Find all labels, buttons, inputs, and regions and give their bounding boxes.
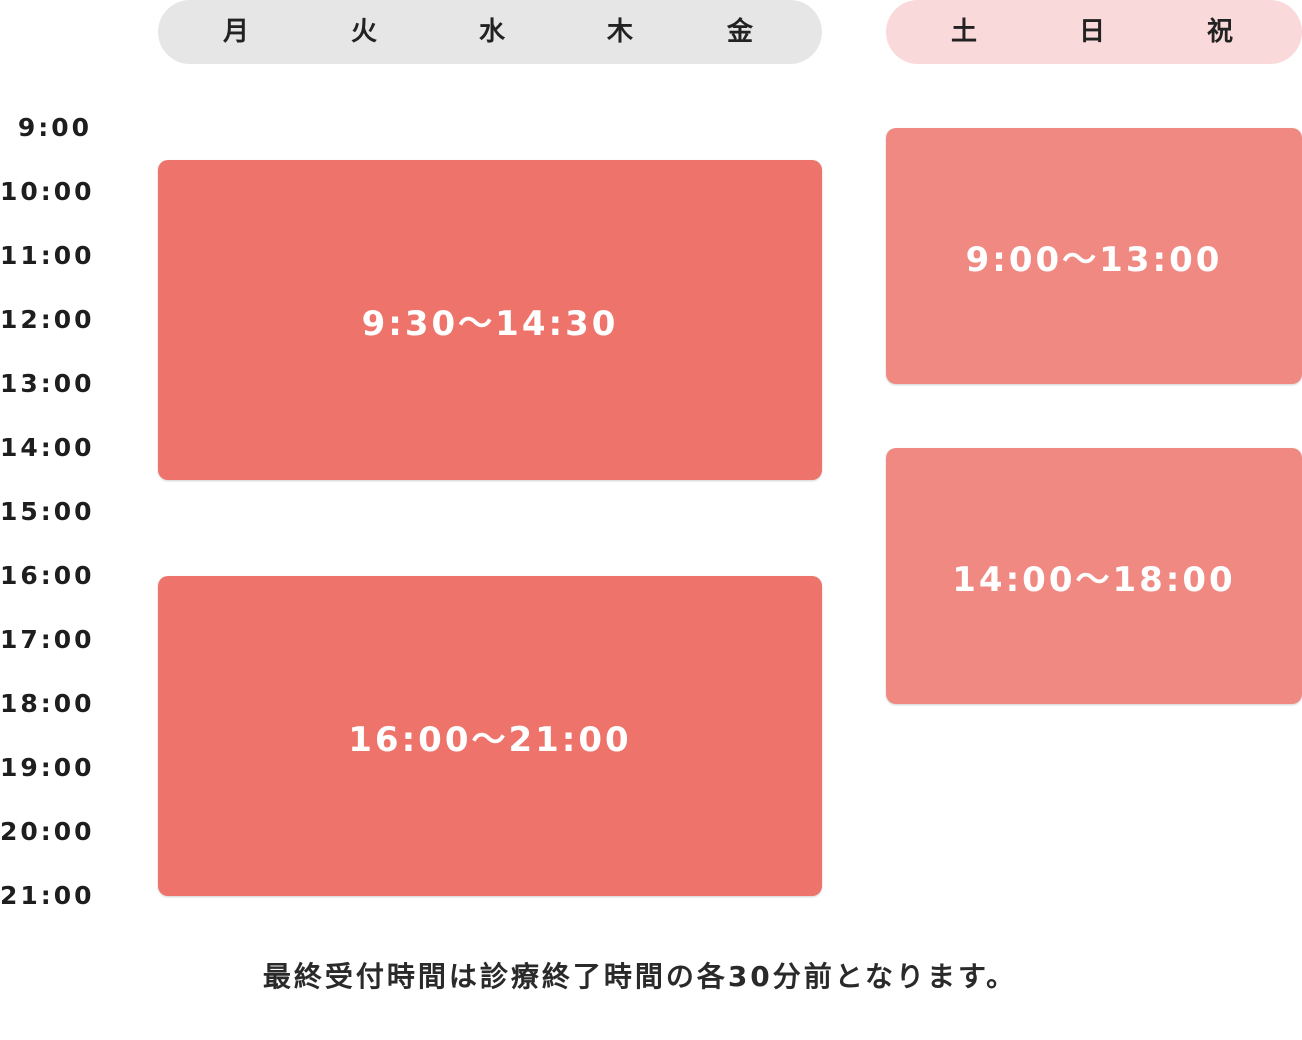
weekday-morning-block: 9:30〜14:30 xyxy=(158,160,822,480)
day-label-holiday: 祝 xyxy=(1206,17,1233,47)
weekend-header-bar: 土 日 祝 xyxy=(886,0,1302,64)
time-label: 13:00 xyxy=(0,369,95,398)
weekend-afternoon-block: 14:00〜18:00 xyxy=(886,448,1302,704)
weekend-afternoon-hours: 14:00〜18:00 xyxy=(952,559,1236,600)
time-label: 15:00 xyxy=(0,497,95,526)
time-label: 20:00 xyxy=(0,817,95,846)
day-label-wed: 水 xyxy=(478,17,505,47)
time-label: 21:00 xyxy=(0,881,95,910)
day-label-mon: 月 xyxy=(222,17,249,47)
time-label: 14:00 xyxy=(0,433,95,462)
day-label-fri: 金 xyxy=(726,17,753,47)
time-label: 16:00 xyxy=(0,561,95,590)
weekday-morning-hours: 9:30〜14:30 xyxy=(361,303,619,344)
day-label-tue: 火 xyxy=(350,17,377,47)
time-label: 17:00 xyxy=(0,625,95,654)
weekday-evening-hours: 16:00〜21:00 xyxy=(348,719,632,760)
day-label-thu: 木 xyxy=(606,17,633,47)
time-label: 12:00 xyxy=(0,305,95,334)
weekday-header-bar: 月 火 水 木 金 xyxy=(158,0,822,64)
time-label: 9:00 xyxy=(17,113,92,142)
weekend-morning-hours: 9:00〜13:00 xyxy=(965,239,1223,280)
time-label: 19:00 xyxy=(0,753,95,782)
weekend-morning-block: 9:00〜13:00 xyxy=(886,128,1302,384)
day-label-sun: 日 xyxy=(1078,17,1105,47)
time-label: 10:00 xyxy=(0,177,95,206)
time-label: 11:00 xyxy=(0,241,95,270)
day-label-sat: 土 xyxy=(950,17,977,47)
last-reception-note: 最終受付時間は診療終了時間の各30分前となります。 xyxy=(262,960,1018,993)
weekday-evening-block: 16:00〜21:00 xyxy=(158,576,822,896)
time-label: 18:00 xyxy=(0,689,95,718)
